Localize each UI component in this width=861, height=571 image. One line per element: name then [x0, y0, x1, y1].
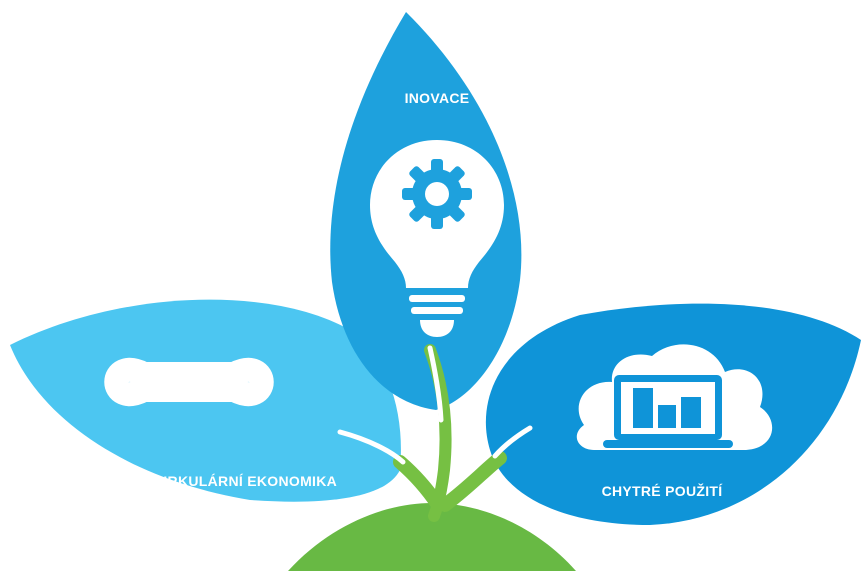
- green-hill: [288, 503, 576, 571]
- vein-top: [427, 345, 444, 423]
- vein-right: [492, 425, 533, 459]
- label-inovace: INOVACE: [405, 90, 470, 106]
- label-chytre-pouziti: CHYTRÉ POUŽITÍ: [602, 482, 724, 499]
- label-cirkularni-ekonomika: CIRKULÁRNÍ EKONOMIKA: [153, 473, 337, 489]
- stem-left: [393, 455, 445, 512]
- lightbulb-gear-icon: [370, 140, 504, 337]
- vein-left: [337, 429, 406, 465]
- stem-right: [438, 451, 507, 512]
- cloud-laptop-chart-icon: [576, 344, 773, 450]
- infinity-loop-icon: [104, 357, 274, 407]
